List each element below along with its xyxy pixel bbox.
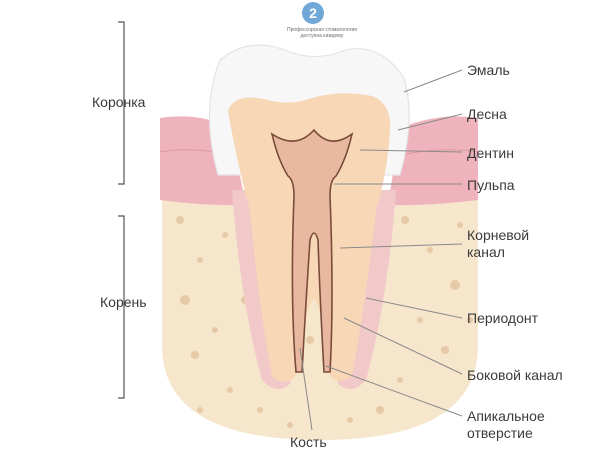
logo-mark [302, 2, 324, 24]
logo-caption-line1: Профессорская стоматология [287, 27, 357, 33]
logo-caption-line2: доступна каждому [300, 33, 344, 40]
label-crown: Коронка [92, 94, 146, 110]
label-root-canal-line2: канал [467, 243, 505, 260]
label-apical-foramen: Апикальное отверстие [467, 408, 545, 442]
gum-right [388, 116, 478, 206]
label-apical-line2: отверстие [467, 424, 533, 441]
label-periodontium: Периодонт [467, 310, 539, 326]
label-bone: Кость [290, 434, 327, 450]
label-enamel: Эмаль [467, 62, 510, 78]
logo-digit: 2 [309, 5, 317, 21]
label-apical-line1: Апикальное [467, 408, 545, 424]
label-dentin: Дентин [467, 145, 514, 161]
logo-caption: Профессорская стоматология доступна кажд… [262, 27, 382, 40]
label-pulp: Пульпа [467, 177, 515, 193]
label-root-canal-line1: Корневой [467, 227, 530, 243]
label-gum: Десна [467, 106, 507, 122]
root-bracket [118, 215, 125, 399]
pulp [270, 128, 354, 373]
label-lateral-canal: Боковой канал [467, 367, 563, 383]
leader-lines [299, 69, 463, 431]
label-root: Корень [100, 294, 147, 310]
label-root-canal: Корневой канал [467, 227, 529, 261]
crown-bracket [118, 21, 125, 185]
